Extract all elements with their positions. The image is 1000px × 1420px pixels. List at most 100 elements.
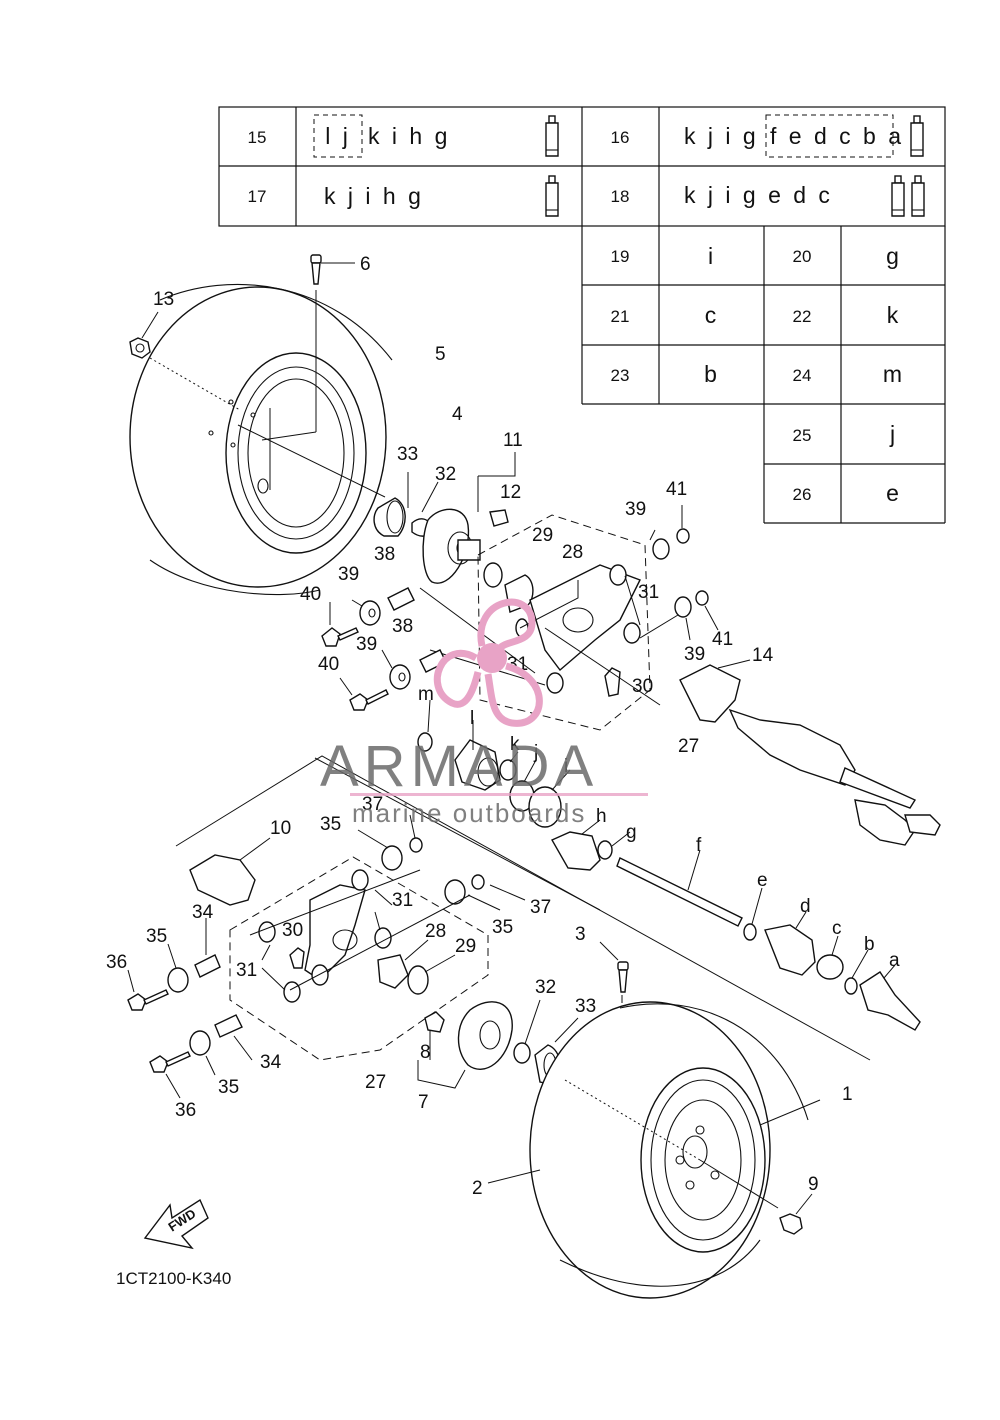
callout-37: 37 xyxy=(530,897,551,918)
callout-31: 31 xyxy=(392,890,413,911)
assembly-guide-line xyxy=(175,755,871,1061)
joint-a xyxy=(859,971,921,1031)
hub-11 xyxy=(422,508,470,584)
upper-fasteners xyxy=(321,505,719,711)
letter-g: g xyxy=(626,822,637,843)
watermark-brand: ARMADA xyxy=(320,734,598,799)
lower-arm-assembly xyxy=(249,814,526,1003)
clip-m xyxy=(417,732,433,752)
grease-tube-icon xyxy=(545,175,559,217)
collar-38 xyxy=(387,587,415,611)
hub-7 xyxy=(457,1001,513,1070)
callout-39: 39 xyxy=(338,564,359,585)
washer-39 xyxy=(674,596,692,618)
callout-3: 3 xyxy=(575,924,586,945)
callout-35: 35 xyxy=(218,1077,239,1098)
washer-35 xyxy=(381,845,403,871)
callout-41: 41 xyxy=(712,629,733,650)
callout-4: 4 xyxy=(452,404,463,425)
callout-32-lower: 32 xyxy=(535,977,556,998)
callout-28-lower: 28 xyxy=(425,921,446,942)
callout-30-lower: 30 xyxy=(282,920,303,941)
table-num-18: 18 xyxy=(611,187,630,206)
stud-8 xyxy=(424,1011,445,1033)
letter-e: e xyxy=(757,870,768,891)
watermark-rule xyxy=(350,793,648,796)
callout-8: 8 xyxy=(420,1042,431,1063)
bolt-40 xyxy=(321,627,341,647)
guard-14 xyxy=(679,664,741,723)
washer-39 xyxy=(389,664,411,690)
callout-35: 35 xyxy=(492,917,513,938)
diagram-code: 1CT2100-K340 xyxy=(116,1269,231,1288)
table-pair-letter: g xyxy=(886,243,902,269)
band-c xyxy=(816,954,844,980)
callout-1: 1 xyxy=(842,1084,853,1105)
callout-34: 34 xyxy=(260,1052,282,1073)
callout-27-lower: 27 xyxy=(365,1072,386,1093)
callout-14: 14 xyxy=(752,645,774,666)
letter-c: c xyxy=(832,918,842,939)
washer-39 xyxy=(359,600,381,626)
upper-drive-shaft xyxy=(679,659,941,846)
callout-39: 39 xyxy=(684,644,705,665)
nut-37 xyxy=(471,874,485,890)
callout-12: 12 xyxy=(500,482,521,503)
table-num-15: 15 xyxy=(248,128,267,147)
callout-40: 40 xyxy=(318,654,339,675)
boot-h xyxy=(551,831,601,871)
table-pair-num: 24 xyxy=(793,366,812,385)
table-pair-num: 22 xyxy=(793,307,812,326)
watermark: ARMADA marine outboards xyxy=(320,598,648,828)
table-pair-letter: j xyxy=(889,421,898,447)
table-boxed-letters: f e d c b a xyxy=(770,123,904,149)
washer-39 xyxy=(652,538,670,560)
callout-41: 41 xyxy=(666,479,687,500)
callout-35: 35 xyxy=(320,814,341,835)
grease-nipple-30 xyxy=(604,667,621,697)
collar-34 xyxy=(194,954,221,978)
table-pair-letter: c xyxy=(705,302,720,328)
bolt-36 xyxy=(149,1055,169,1073)
watermark-logo-icon xyxy=(433,598,543,727)
table-pair-num: 23 xyxy=(611,366,630,385)
table-pair-letter: k xyxy=(887,302,902,328)
lubrication-table: 15 l j k i h g 16 k j i g f e d c b a 17… xyxy=(218,106,946,524)
rim-lower xyxy=(640,1067,766,1253)
letter-f: f xyxy=(696,835,702,856)
callout-34: 34 xyxy=(192,902,214,923)
callout-10: 10 xyxy=(270,818,291,839)
callout-39: 39 xyxy=(356,634,377,655)
ring-i xyxy=(528,786,562,828)
forward-arrow-icon: FWD xyxy=(143,1198,209,1250)
table-pair-num: 26 xyxy=(793,485,812,504)
ring-29 xyxy=(407,965,429,995)
table-pair-letter: i xyxy=(708,243,716,269)
callout-7: 7 xyxy=(418,1092,429,1113)
washer-32 xyxy=(513,1042,531,1064)
table-num-16: 16 xyxy=(611,128,630,147)
callout-2: 2 xyxy=(472,1178,483,1199)
letter-h: h xyxy=(596,806,607,827)
table-pair-letter: b xyxy=(704,361,720,387)
lug-nut xyxy=(129,311,159,359)
table-num-17: 17 xyxy=(248,187,267,206)
guard-10 xyxy=(189,854,256,906)
table-pair-num: 25 xyxy=(793,426,812,445)
valve-stem xyxy=(310,254,355,285)
letter-b: b xyxy=(864,934,875,955)
boot-d xyxy=(764,924,816,976)
letter-d: d xyxy=(800,896,811,917)
callout-40: 40 xyxy=(300,584,321,605)
grease-tube-icon xyxy=(891,175,905,217)
upper-hub-parts xyxy=(373,452,516,584)
upper-wheel-assembly xyxy=(129,283,393,596)
callout-35: 35 xyxy=(146,926,167,947)
boxed-letter-group xyxy=(765,114,894,158)
bolt-36 xyxy=(127,993,147,1011)
nut-37 xyxy=(409,837,423,853)
bearing-33 xyxy=(373,497,406,537)
table-letters: k j i h g xyxy=(324,183,424,209)
